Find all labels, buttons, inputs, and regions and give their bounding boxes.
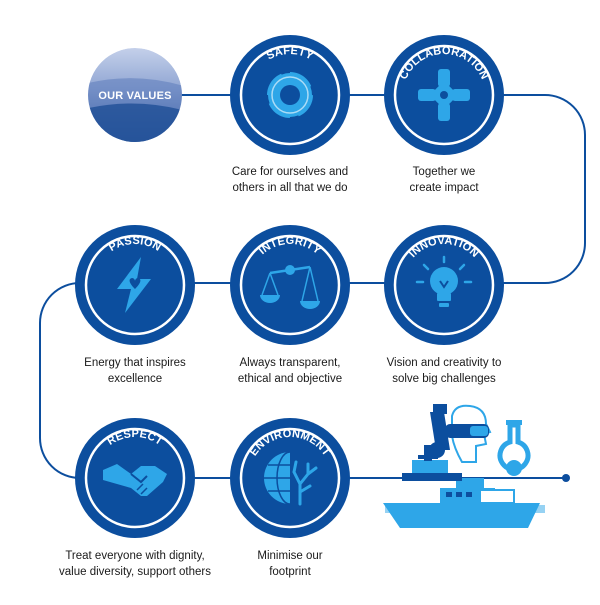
value-desc-respect: Treat everyone with dignity, value diver…: [59, 550, 211, 578]
our-values-title: OUR VALUES: [98, 90, 171, 102]
connector-end-dot: [562, 474, 570, 482]
our-values-badge: OUR VALUES: [88, 48, 182, 142]
value-circle-innovation: INNOVATION: [384, 225, 504, 345]
value-circle-passion: PASSION: [75, 225, 195, 345]
balance-scale-icon: [260, 265, 320, 309]
lifebuoy-icon: [266, 71, 314, 119]
lightbulb-icon: [415, 255, 473, 307]
value-circle-integrity: INTEGRITY: [230, 225, 350, 345]
value-circle-respect: RESPECT: [75, 418, 195, 538]
value-desc-safety: Care for ourselves and others in all tha…: [231, 166, 349, 194]
value-circle-safety: SAFETY: [230, 35, 350, 155]
value-circle-environment: ENVIRONMENT: [230, 418, 350, 538]
joined-hands-icon: [418, 69, 470, 121]
value-desc-collaboration: Together we create impact: [409, 166, 479, 194]
value-desc-innovation: Vision and creativity to solve big chall…: [386, 357, 502, 385]
value-name-passion: PASSION: [107, 235, 163, 254]
value-name-safety: SAFETY: [265, 45, 316, 63]
value-name-respect: RESPECT: [105, 428, 165, 448]
value-desc-integrity: Always transparent, ethical and objectiv…: [237, 357, 343, 385]
handshake-icon: [103, 464, 167, 496]
lightning-heart-icon: [117, 257, 151, 313]
microscope-vessel-illustration-icon: [383, 404, 545, 528]
value-circle-collaboration: COLLABORATION: [384, 35, 504, 155]
value-desc-passion: Energy that inspires excellence: [84, 357, 186, 385]
value-desc-environment: Minimise our footprint: [257, 550, 323, 578]
globe-coral-icon: [264, 451, 318, 506]
